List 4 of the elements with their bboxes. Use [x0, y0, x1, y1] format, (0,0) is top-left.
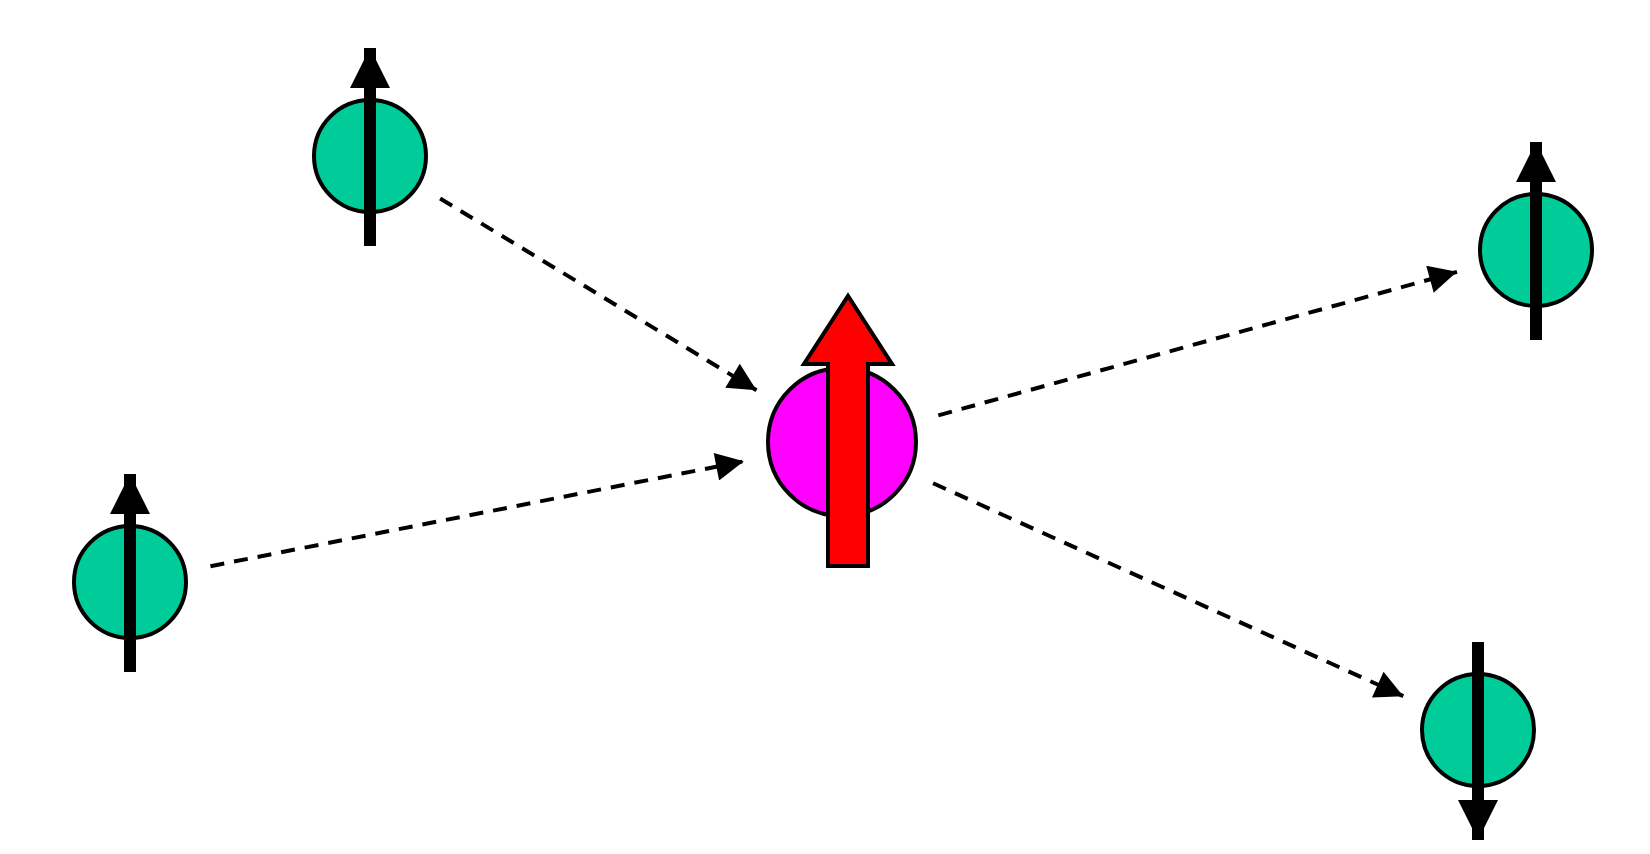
arrow	[439, 196, 758, 392]
arrow	[932, 481, 1405, 698]
arrow	[210, 452, 745, 569]
arrow	[937, 265, 1458, 418]
